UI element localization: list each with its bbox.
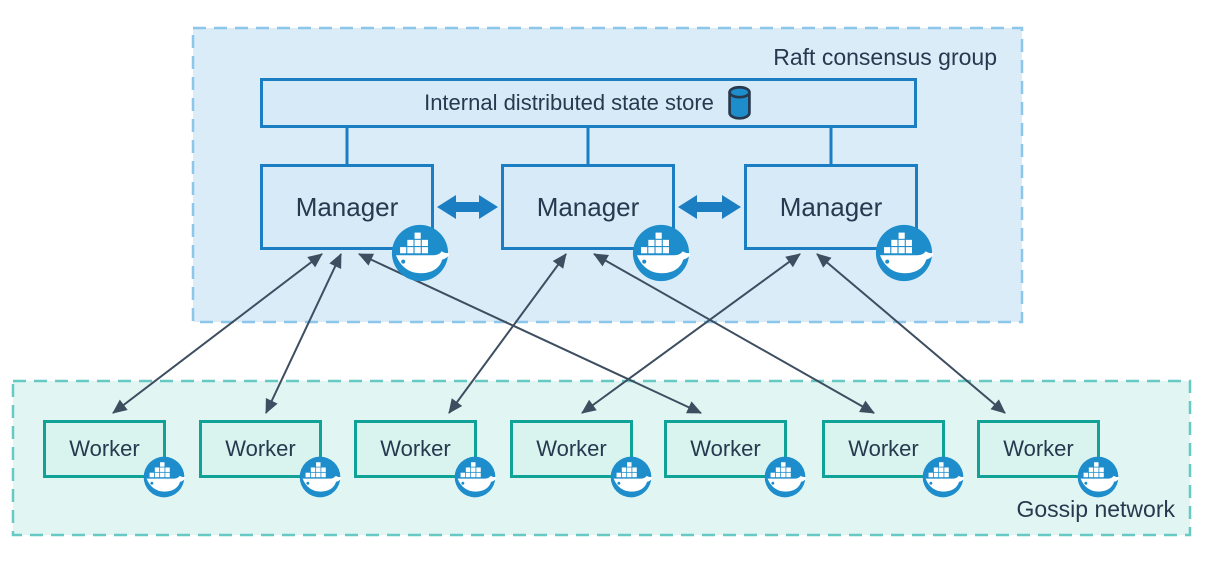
link-manager2-manager3 <box>678 195 741 219</box>
manager-label: Manager <box>536 191 640 222</box>
state-store-label: Internal distributed state store <box>424 90 714 115</box>
state-store-box: Internal distributed state store <box>260 78 917 128</box>
link-manager1-worker2 <box>265 253 342 414</box>
docker-whale-icon <box>764 456 806 498</box>
worker-label: Worker <box>380 436 451 461</box>
worker-node-1: Worker <box>43 420 166 478</box>
link-manager3-worker7 <box>816 253 1006 414</box>
worker-label: Worker <box>225 436 296 461</box>
gossip-network-label: Gossip network <box>1016 496 1175 522</box>
worker-node-3: Worker <box>354 420 477 478</box>
manager-label: Manager <box>779 191 883 222</box>
worker-node-7: Worker <box>977 420 1100 478</box>
link-manager3-worker4 <box>581 253 801 414</box>
worker-node-4: Worker <box>510 420 633 478</box>
docker-whale-icon <box>875 224 933 282</box>
docker-whale-icon <box>143 456 185 498</box>
docker-whale-icon <box>632 224 690 282</box>
docker-whale-icon <box>391 224 449 282</box>
docker-whale-icon <box>454 456 496 498</box>
link-manager2-worker3 <box>448 253 567 414</box>
raft-group-label: Raft consensus group <box>773 44 997 70</box>
link-manager1-manager2 <box>437 195 498 219</box>
worker-label: Worker <box>848 436 919 461</box>
worker-node-5: Worker <box>664 420 787 478</box>
docker-whale-icon <box>299 456 341 498</box>
worker-label: Worker <box>690 436 761 461</box>
database-cylinder-icon <box>726 85 753 121</box>
worker-node-2: Worker <box>199 420 322 478</box>
docker-whale-icon <box>610 456 652 498</box>
manager-label: Manager <box>295 191 399 222</box>
worker-label: Worker <box>536 436 607 461</box>
docker-whale-icon <box>1077 456 1119 498</box>
docker-whale-icon <box>922 456 964 498</box>
manager-node-2: Manager <box>501 164 675 250</box>
worker-label: Worker <box>69 436 140 461</box>
worker-node-6: Worker <box>822 420 945 478</box>
worker-label: Worker <box>1003 436 1074 461</box>
